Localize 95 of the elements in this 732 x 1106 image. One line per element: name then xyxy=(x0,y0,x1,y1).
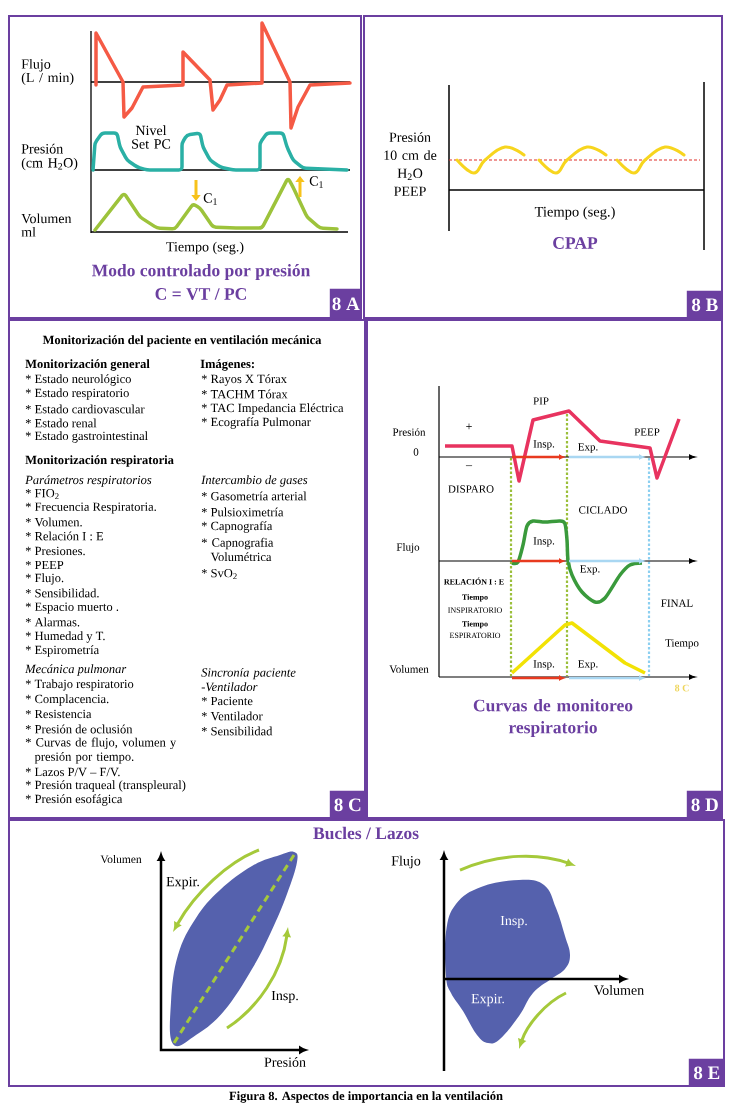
phase-label: Insp. xyxy=(533,537,555,547)
list-item: * Estado renal xyxy=(25,418,97,428)
section-heading: Monitorización respiratoria xyxy=(25,455,174,467)
list-item: * Ventilador xyxy=(201,711,263,721)
list-item: * Presiones. xyxy=(25,546,85,556)
subsection-heading: Parámetros respiratorios xyxy=(25,475,152,487)
list-item: * Lazos P/V – F/V. xyxy=(25,767,120,777)
list-item: * Espacio muerto . xyxy=(25,602,119,614)
list-item: * Humedad y T. xyxy=(25,631,105,643)
list-item: * FIO$_{2}$ xyxy=(25,488,59,500)
list-item: * Rayos X Tórax xyxy=(201,374,287,386)
axis-label: Volumen xyxy=(594,985,644,995)
phase-label: Insp. xyxy=(271,990,298,1004)
section-heading: Monitorización general xyxy=(25,359,150,371)
phase-label: Expir. xyxy=(471,993,504,1007)
list-item: * Estado respiratorio xyxy=(25,388,129,400)
list-item: * Espirometría xyxy=(25,645,99,657)
annotation: Tiempo INSPIRATORIO xyxy=(448,594,502,613)
list-item: * Presión traqueal (transpleural) xyxy=(25,780,186,792)
panel-title: Bucles / Lazos xyxy=(313,826,419,840)
list-item: * Sensibilidad. xyxy=(25,588,99,598)
list-item: * TAC Impedancia Eléctrica xyxy=(201,403,344,415)
axis-label: Presión (cm H$_{2}$O) xyxy=(21,143,78,171)
axis-label: Volumen xyxy=(389,665,429,673)
list-item: * Capnografia Volumétrica xyxy=(201,537,274,562)
sign-label: + xyxy=(466,423,472,430)
annotation: FINAL xyxy=(661,599,693,607)
list-item: * Resistencia xyxy=(25,709,92,719)
list-item: * Flujo. xyxy=(25,573,64,585)
annotation: DISPARO xyxy=(448,485,494,493)
panel-title: Monitorización del paciente en ventilación mecánica xyxy=(42,335,322,347)
panel-mark: 8 C xyxy=(674,684,689,692)
list-item: * Estado cardiovascular xyxy=(25,404,145,414)
panel-title: Curvas de monitoreo respiratorio xyxy=(473,699,633,737)
list-item: * Frecuencia Respiratoria. xyxy=(25,502,156,514)
list-item: * Volumen. xyxy=(25,517,82,527)
list-item: * Capnografía xyxy=(201,521,273,533)
list-item: * Paciente xyxy=(201,696,253,706)
list-item: * Complacencia. xyxy=(25,694,109,706)
axis-label: Presión xyxy=(392,428,426,436)
panel-label: 8 C xyxy=(329,790,366,819)
list-item: * Estado neurológico xyxy=(25,374,131,386)
panel-label: 8 A xyxy=(329,288,362,319)
annotation: RELACIÓN I : E xyxy=(444,577,504,585)
panel-title: CPAP xyxy=(553,237,598,249)
phase-label: Exp. xyxy=(580,565,600,575)
list-item: * Gasometría arterial xyxy=(201,491,307,501)
panel-label: 8 E xyxy=(688,1058,725,1087)
annotation: Tiempo ESPIRATORIO xyxy=(449,620,501,639)
subsection-heading: Sincronía paciente -Ventilador xyxy=(201,667,296,692)
axis-label: Presión 10 cm de H$_{2}$O PEEP xyxy=(384,132,437,196)
list-item: * Alarmas. xyxy=(25,617,80,627)
panel-label: 8 D xyxy=(686,790,723,819)
phase-label: Exp. xyxy=(578,660,598,670)
curve-label: Nivel Set PC xyxy=(132,125,171,149)
list-item: * Presión esofágica xyxy=(25,794,123,806)
axis-label: 0 xyxy=(413,448,419,456)
phase-label: Exp. xyxy=(578,443,598,453)
list-item: * Presión de oclusión xyxy=(25,724,133,734)
list-item: * Sensibilidad xyxy=(201,726,273,736)
list-item: * TACHM Tórax xyxy=(201,389,288,399)
axis-label: Volumen xyxy=(100,854,142,864)
list-item: * Pulsioximetría xyxy=(201,507,284,517)
panel-title: Modo controlado por presión xyxy=(92,264,311,280)
list-item: * Curvas de flujo, volumen y presión por tiempo. xyxy=(25,737,177,764)
list-item: * Relación I : E xyxy=(25,531,104,541)
panel-title: C = VT / PC xyxy=(155,288,246,300)
sign-label: – xyxy=(465,465,473,467)
subsection-heading: Intercambio de gases xyxy=(201,475,308,487)
list-item: * PEEP xyxy=(25,560,64,570)
figure-caption: Figura 8. Aspectos de importancia en la ventilación xyxy=(229,1091,503,1103)
section-heading: Imágenes: xyxy=(200,359,254,371)
marker-label: C$_{1}$ xyxy=(309,176,323,188)
phase-label: Insp. xyxy=(500,915,527,929)
axis-label: Tiempo (seg.) xyxy=(534,206,615,220)
list-item: * Ecografía Pulmonar xyxy=(201,417,311,429)
phase-label: Insp. xyxy=(533,660,555,670)
axis-label: Flujo xyxy=(391,855,421,869)
axis-label: Tiempo (seg.) xyxy=(166,241,244,255)
list-item: * SvO$_{2}$ xyxy=(201,568,237,580)
curve-label: PIP xyxy=(533,397,549,405)
marker-label: C$_{1}$ xyxy=(203,193,217,205)
subsection-heading: Mecánica pulmonar xyxy=(25,664,127,676)
panel-label: 8 B xyxy=(686,290,723,319)
list-item: * Estado gastrointestinal xyxy=(25,431,148,443)
phase-label: Expir. xyxy=(166,876,199,890)
axis-label: Tiempo xyxy=(665,639,699,649)
axis-label: Flujo (L / min) xyxy=(21,58,74,86)
phase-label: Insp. xyxy=(533,440,555,450)
curve-label: PEEP xyxy=(634,428,660,436)
annotation: CICLADO xyxy=(579,506,627,514)
axis-label: Volumen ml xyxy=(21,213,72,237)
list-item: * Trabajo respiratorio xyxy=(25,679,134,691)
axis-label: Flujo xyxy=(396,543,420,553)
axis-label: Presión xyxy=(264,1057,306,1067)
